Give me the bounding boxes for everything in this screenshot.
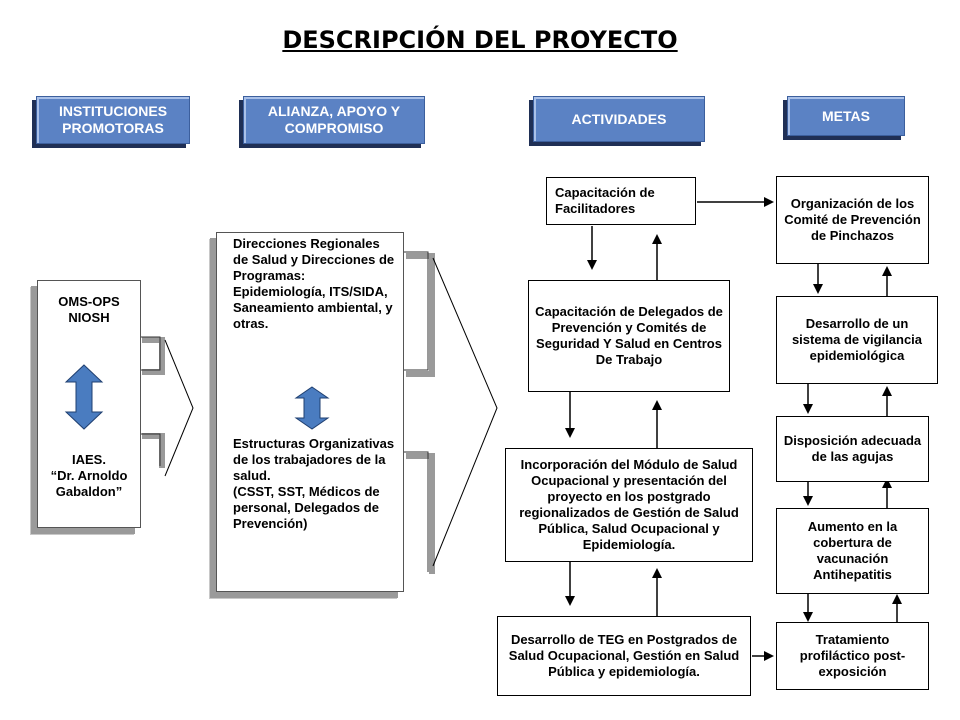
meta-cobertura-vacunacion: Aumento en la cobertura de vacunación An… [776,508,929,594]
bracket-alianza [404,251,435,574]
instituciones-bottom-text: IAES. “Dr. Arnoldo Gabaldon” [50,452,128,499]
meta-organizacion-comite: Organización de los Comité de Prevención… [776,176,929,264]
chevron-arrow-1 [164,339,194,477]
meta-tratamiento-profilactico: Tratamiento profiláctico post-exposición [776,622,929,690]
page-title: DESCRIPCIÓN DEL PROYECTO [282,26,678,54]
bracket-instituciones [140,336,165,468]
actividad-incorporacion-modulo: Incorporación del Módulo de Salud Ocupac… [505,448,753,562]
actividad-capacitacion-facilitadores: Capacitación de Facilitadores [546,177,696,225]
header-metas: METAS [787,96,905,136]
instituciones-top-text: OMS-OPS NIOSH [58,294,120,325]
chevron-arrow-2 [432,257,498,567]
header-actividades: ACTIVIDADES [533,96,705,142]
actividad-desarrollo-teg: Desarrollo de TEG en Postgrados de Salud… [497,616,751,696]
double-arrow-icon [294,386,330,430]
alianza-bottom-text: Estructuras Organizativas de los trabaja… [233,436,395,531]
alianza-top-text: Direcciones Regionales de Salud y Direcc… [233,236,395,331]
actividad-capacitacion-delegados: Capacitación de Delegados de Prevención … [528,280,730,392]
header-alianza: ALIANZA, APOYO Y COMPROMISO [243,96,425,144]
meta-sistema-vigilancia: Desarrollo de un sistema de vigilancia e… [776,296,938,384]
header-instituciones: INSTITUCIONES PROMOTORAS [36,96,190,144]
double-arrow-icon [64,364,104,430]
meta-disposicion-agujas: Disposición adecuada de las agujas [776,416,929,482]
